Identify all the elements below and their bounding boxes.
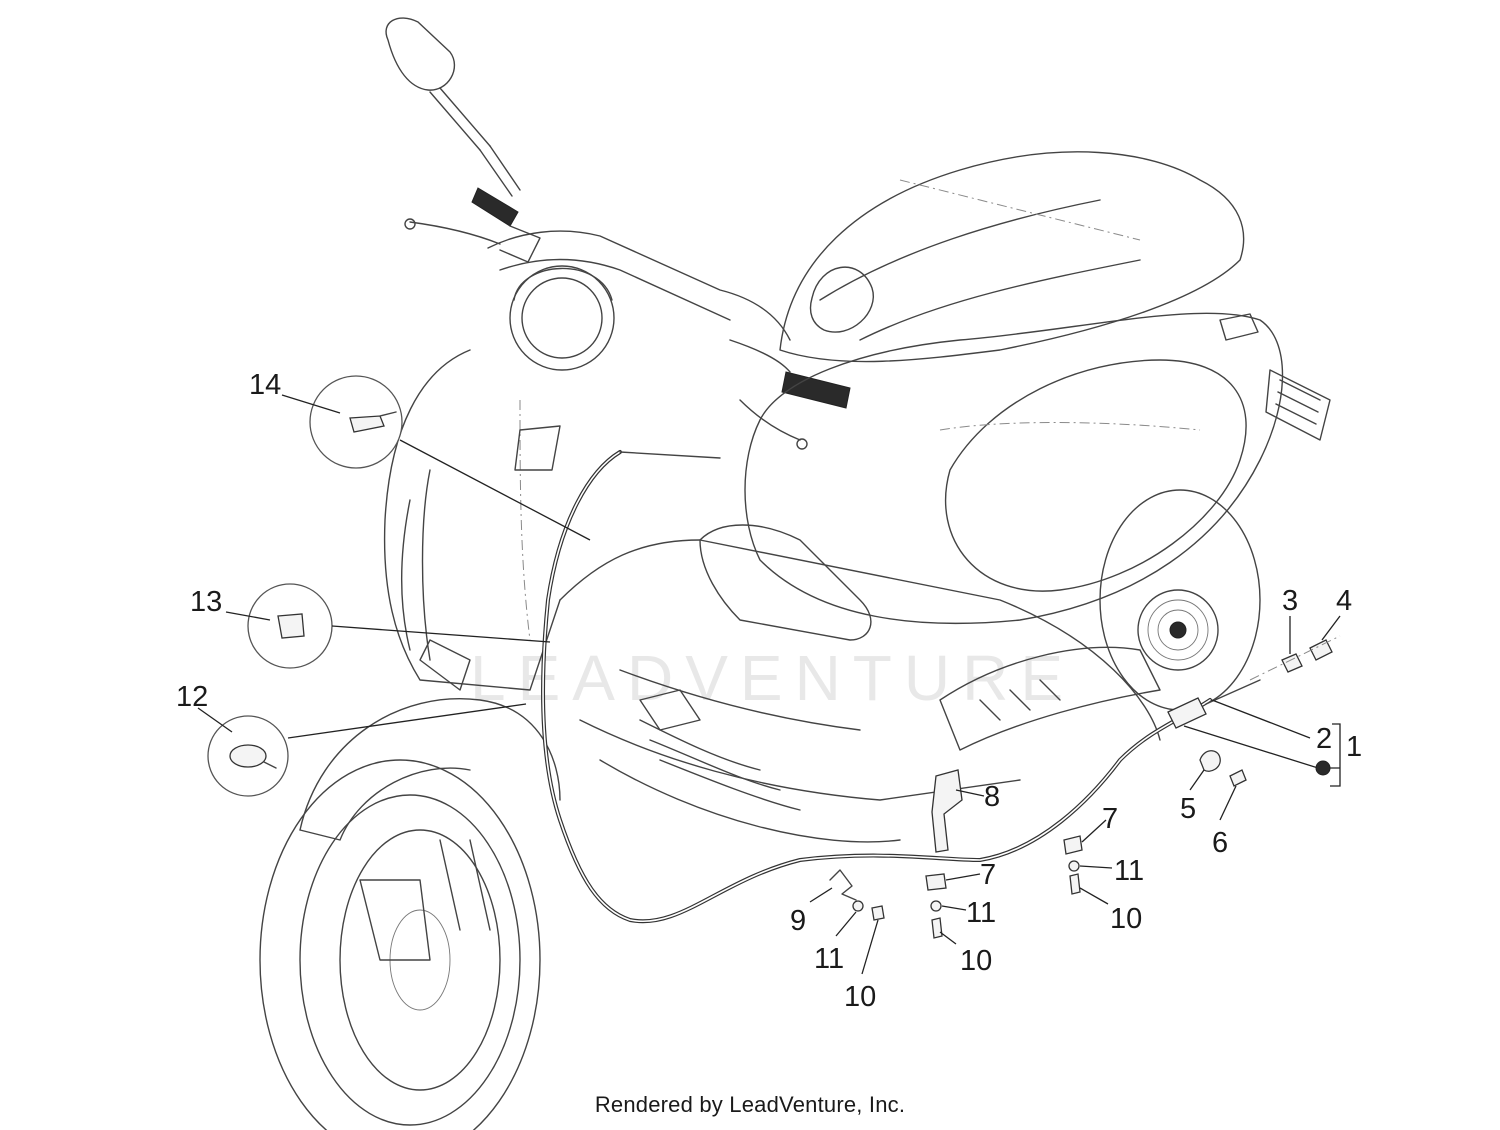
part-washer (1068, 860, 1080, 872)
part-washer (852, 900, 864, 912)
part-screw (1229, 769, 1247, 787)
callout-7: 7 (980, 859, 996, 891)
part-screw-small (871, 905, 885, 921)
rear-body (744, 312, 1284, 625)
callout-5: 5 (1180, 793, 1196, 825)
part-screw-small (1069, 873, 1081, 895)
callout-10: 10 (844, 981, 876, 1013)
callout-13: 13 (190, 586, 222, 618)
part-bracket (931, 769, 963, 853)
left-mirror (385, 17, 521, 197)
callout-10: 10 (1110, 903, 1142, 935)
assembly-marker-dot (1315, 760, 1331, 776)
callout-8: 8 (984, 781, 1000, 813)
scooter-illustration (259, 17, 1331, 1130)
brake-cable (541, 450, 1261, 924)
callout-11: 11 (814, 943, 844, 975)
detail-13 (247, 583, 333, 669)
detail-14 (309, 375, 403, 469)
callout-4: 4 (1336, 585, 1352, 617)
headlight (509, 265, 615, 371)
detail-12 (207, 715, 289, 797)
part-nut (1281, 653, 1303, 673)
callout-11: 11 (966, 897, 996, 929)
callout-12: 12 (176, 681, 208, 713)
callout-10: 10 (960, 945, 992, 977)
watermark-text: LEADVENTURE (470, 642, 1075, 714)
callout-labels: 14 13 12 3 4 2 1 5 6 8 7 7 11 11 11 10 1… (176, 369, 1362, 1013)
rear-wheel (1099, 489, 1261, 711)
callout-7: 7 (1102, 803, 1118, 835)
part-clip (1199, 750, 1221, 772)
callout-1: 1 (1346, 731, 1362, 763)
part-washer (930, 900, 942, 912)
part-clamp (925, 873, 947, 891)
render-credit: Rendered by LeadVenture, Inc. (594, 1092, 906, 1117)
callout-6: 6 (1212, 827, 1228, 859)
callout-9: 9 (790, 905, 806, 937)
part-bolt (1309, 639, 1333, 661)
callout-2: 2 (1316, 723, 1332, 755)
left-grip (404, 187, 541, 263)
part-clamp (1063, 835, 1083, 855)
seat (779, 151, 1245, 363)
callout-14: 14 (249, 369, 281, 401)
part-screw-small (931, 917, 943, 939)
callout-3: 3 (1282, 585, 1298, 617)
callout-11: 11 (1114, 855, 1144, 887)
front-wheel (259, 698, 561, 1130)
part-spring-clip (829, 869, 857, 901)
